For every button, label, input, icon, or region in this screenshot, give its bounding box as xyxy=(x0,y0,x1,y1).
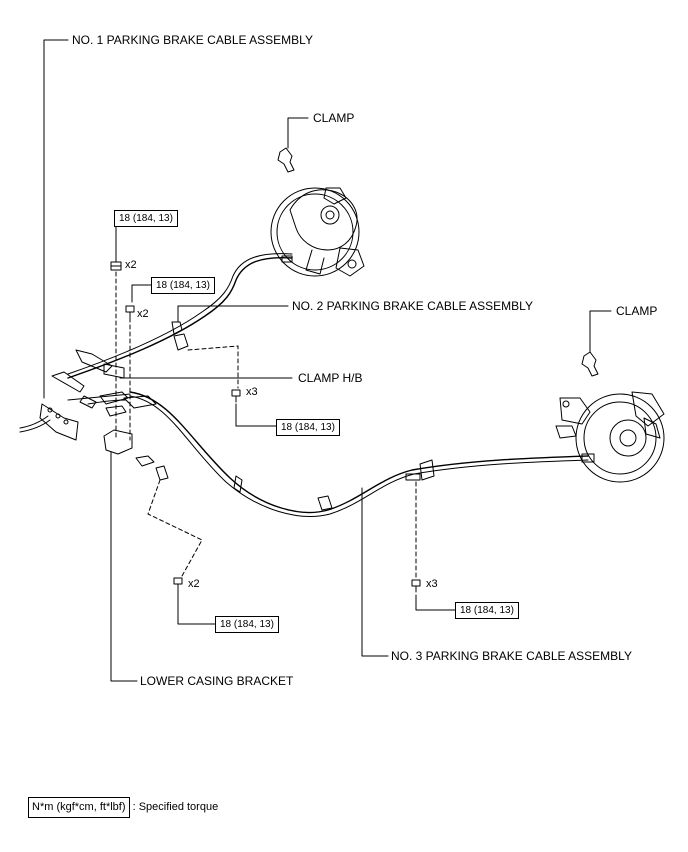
leader-lines xyxy=(43,39,612,682)
quantity-label: x3 xyxy=(426,578,438,590)
label-no2-parking-brake-cable: NO. 2 PARKING BRAKE CABLE ASSEMBLY xyxy=(292,299,533,313)
label-lower-casing-bracket: LOWER CASING BRACKET xyxy=(140,674,294,688)
quantity-label: x2 xyxy=(137,308,149,320)
legend-text: : Specified torque xyxy=(132,801,219,813)
label-clamp-upper: CLAMP xyxy=(313,111,355,125)
torque-legend: N*m (kgf*cm, ft*lbf) : Specified torque xyxy=(28,797,218,818)
label-clamp-hb: CLAMP H/B xyxy=(298,371,363,385)
fasteners xyxy=(110,261,421,593)
torque-box: 18 (184, 13) xyxy=(276,419,340,436)
torque-box: 18 (184, 13) xyxy=(151,277,215,294)
torque-box: 18 (184, 13) xyxy=(215,616,279,633)
brake-assembly-lower xyxy=(555,391,665,483)
label-no3-parking-brake-cable: NO. 3 PARKING BRAKE CABLE ASSEMBLY xyxy=(391,649,632,663)
legend-unit-box: N*m (kgf*cm, ft*lbf) xyxy=(28,797,130,818)
quantity-label: x2 xyxy=(125,259,137,271)
cables xyxy=(19,253,589,517)
cable-clamps xyxy=(99,321,435,511)
quantity-label: x3 xyxy=(246,386,258,398)
quantity-label: x2 xyxy=(188,578,200,590)
loose-clamps xyxy=(277,147,599,377)
label-no1-parking-brake-cable: NO. 1 PARKING BRAKE CABLE ASSEMBLY xyxy=(72,33,313,47)
dashed-guides xyxy=(115,271,417,579)
torque-box: 18 (184, 13) xyxy=(114,210,178,227)
label-clamp-right: CLAMP xyxy=(616,304,658,318)
brake-assembly-upper xyxy=(270,187,365,277)
lever-assembly xyxy=(39,349,133,455)
torque-box: 18 (184, 13) xyxy=(455,602,519,619)
